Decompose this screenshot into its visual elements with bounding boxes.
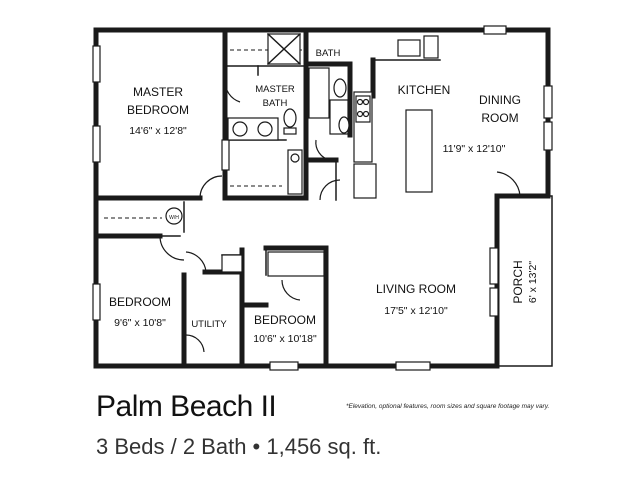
plan-name: Palm Beach II xyxy=(96,390,277,423)
fixtures xyxy=(165,32,439,273)
dining-room-dims: 11'9" x 12'10" xyxy=(443,143,506,155)
master-bedroom-dims: 14'6" x 12'8" xyxy=(129,125,187,137)
bathtub xyxy=(308,67,330,119)
wh-label: W/H xyxy=(169,215,179,221)
door-swing xyxy=(185,251,207,273)
window xyxy=(543,121,553,151)
disclaimer: *Elevation, optional features, room size… xyxy=(346,403,550,410)
window xyxy=(543,85,553,119)
door-swing xyxy=(185,334,205,353)
doors xyxy=(159,79,521,353)
bedroom-center-label: BEDROOM xyxy=(254,313,316,327)
plan-specs: 3 Beds / 2 Bath • 1,456 sq. ft. xyxy=(96,434,382,459)
sink xyxy=(397,39,421,57)
kitchen-label: KITCHEN xyxy=(398,83,451,97)
windows xyxy=(92,25,553,371)
water-heater xyxy=(165,207,183,225)
porch-label-group: PORCH 6' x 13'2" xyxy=(511,260,539,303)
closets xyxy=(104,49,325,277)
toilet xyxy=(333,78,347,98)
dining-room-label-2: ROOM xyxy=(481,111,518,125)
porch-outline xyxy=(496,195,553,367)
door-swing xyxy=(496,171,521,197)
living-room-dims: 17'5" x 12'10" xyxy=(384,305,448,317)
toilet xyxy=(283,108,297,128)
window xyxy=(483,25,507,35)
window xyxy=(269,361,299,371)
living-room-label: LIVING ROOM xyxy=(376,282,456,296)
master-bedroom-label-1: MASTER xyxy=(133,85,183,99)
window xyxy=(92,125,101,163)
bedroom-left-label: BEDROOM xyxy=(109,295,171,309)
bedroom-left-dims: 9'6" x 10'8" xyxy=(114,317,166,329)
dining-room-label-1: DINING xyxy=(479,93,521,107)
door-swing xyxy=(224,79,241,103)
washer xyxy=(221,254,243,273)
porch-dims: 6' x 13'2" xyxy=(527,261,539,303)
window xyxy=(221,139,230,171)
door-swing xyxy=(199,175,223,199)
porch-label: PORCH xyxy=(511,260,525,303)
door-swing xyxy=(312,139,331,161)
door-swing xyxy=(319,179,341,201)
kitchen-island xyxy=(405,109,433,193)
door-swing xyxy=(281,279,301,301)
window xyxy=(395,361,431,371)
master-bedroom-label-2: BEDROOM xyxy=(127,103,189,117)
door-swing xyxy=(159,235,185,261)
window xyxy=(489,247,499,285)
bath-label: BATH xyxy=(316,48,341,59)
refrigerator xyxy=(353,163,377,199)
window xyxy=(92,283,101,321)
floor-plan: MASTER BEDROOM 14'6" x 12'8" MASTER BATH… xyxy=(92,25,553,371)
window xyxy=(489,287,499,317)
master-bath-label-1: MASTER xyxy=(255,84,295,95)
master-bath-label-2: BATH xyxy=(263,98,288,109)
bedroom-center-dims: 10'6" x 10'18" xyxy=(253,333,317,345)
utility-label: UTILITY xyxy=(191,319,227,330)
window xyxy=(92,45,101,83)
